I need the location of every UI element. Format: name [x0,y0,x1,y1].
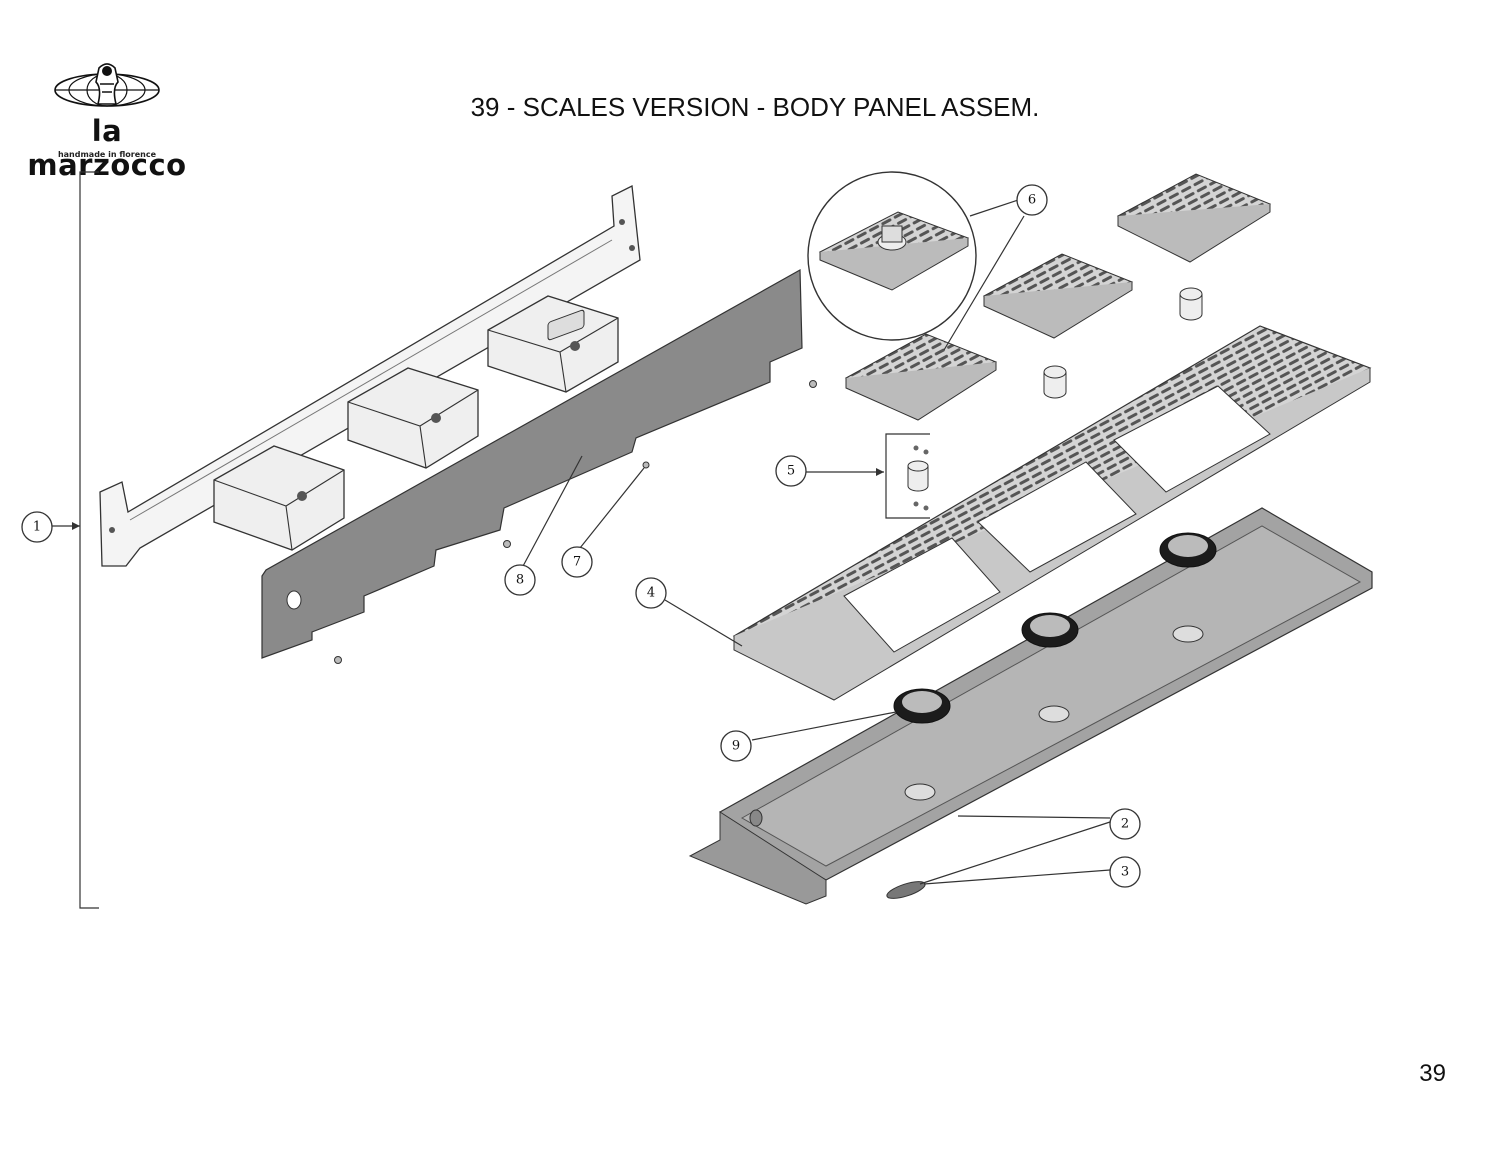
foot-kit-bracket [885,433,930,519]
drain-rings [893,532,1217,724]
marzocco-lion-globe-icon [54,63,160,107]
small-grate-2 [982,253,1134,339]
small-grate-1 [844,333,998,421]
page-title: 39 - SCALES VERSION - BODY PANEL ASSEM. [470,92,1040,122]
callout-1-label: 1 [33,520,41,535]
page-number: 39 [1419,1060,1446,1087]
callout-5-label: 5 [787,464,795,479]
callout-6: 6 [1016,184,1048,216]
callout-3-label: 3 [1121,865,1129,880]
back-panel [261,268,803,659]
callout-5: 5 [775,455,807,487]
callout-8-label: 8 [516,573,524,588]
grate-feet [907,287,1203,492]
brand-logo: la marzocco handmade in florence [12,60,202,182]
callout-4-label: 4 [647,586,655,601]
scale-unit-3 [487,295,619,393]
leader-lines [52,199,1111,885]
callout-7-label: 7 [573,555,581,570]
callout-7: 7 [561,546,593,578]
callout-9-label: 9 [732,739,740,754]
callout-6-label: 6 [1028,193,1036,208]
callout-4: 4 [635,577,667,609]
assembly-bracket [79,171,99,909]
screws [334,380,817,664]
callout-9: 9 [720,730,752,762]
scale-unit-2 [347,367,479,469]
large-grate [732,325,1372,701]
callout-2-label: 2 [1121,817,1129,832]
callout-3: 3 [1109,856,1141,888]
callout-8: 8 [504,564,536,596]
brand-tagline: handmade in florence [57,150,157,159]
brand-name: la marzocco [27,114,187,182]
callout-1: 1 [21,511,53,543]
detail-view-grate-foot [807,171,977,341]
drip-tray [688,507,1373,905]
scale-unit-1 [213,445,345,551]
callout-2: 2 [1109,808,1141,840]
small-grate-3 [1116,173,1272,263]
